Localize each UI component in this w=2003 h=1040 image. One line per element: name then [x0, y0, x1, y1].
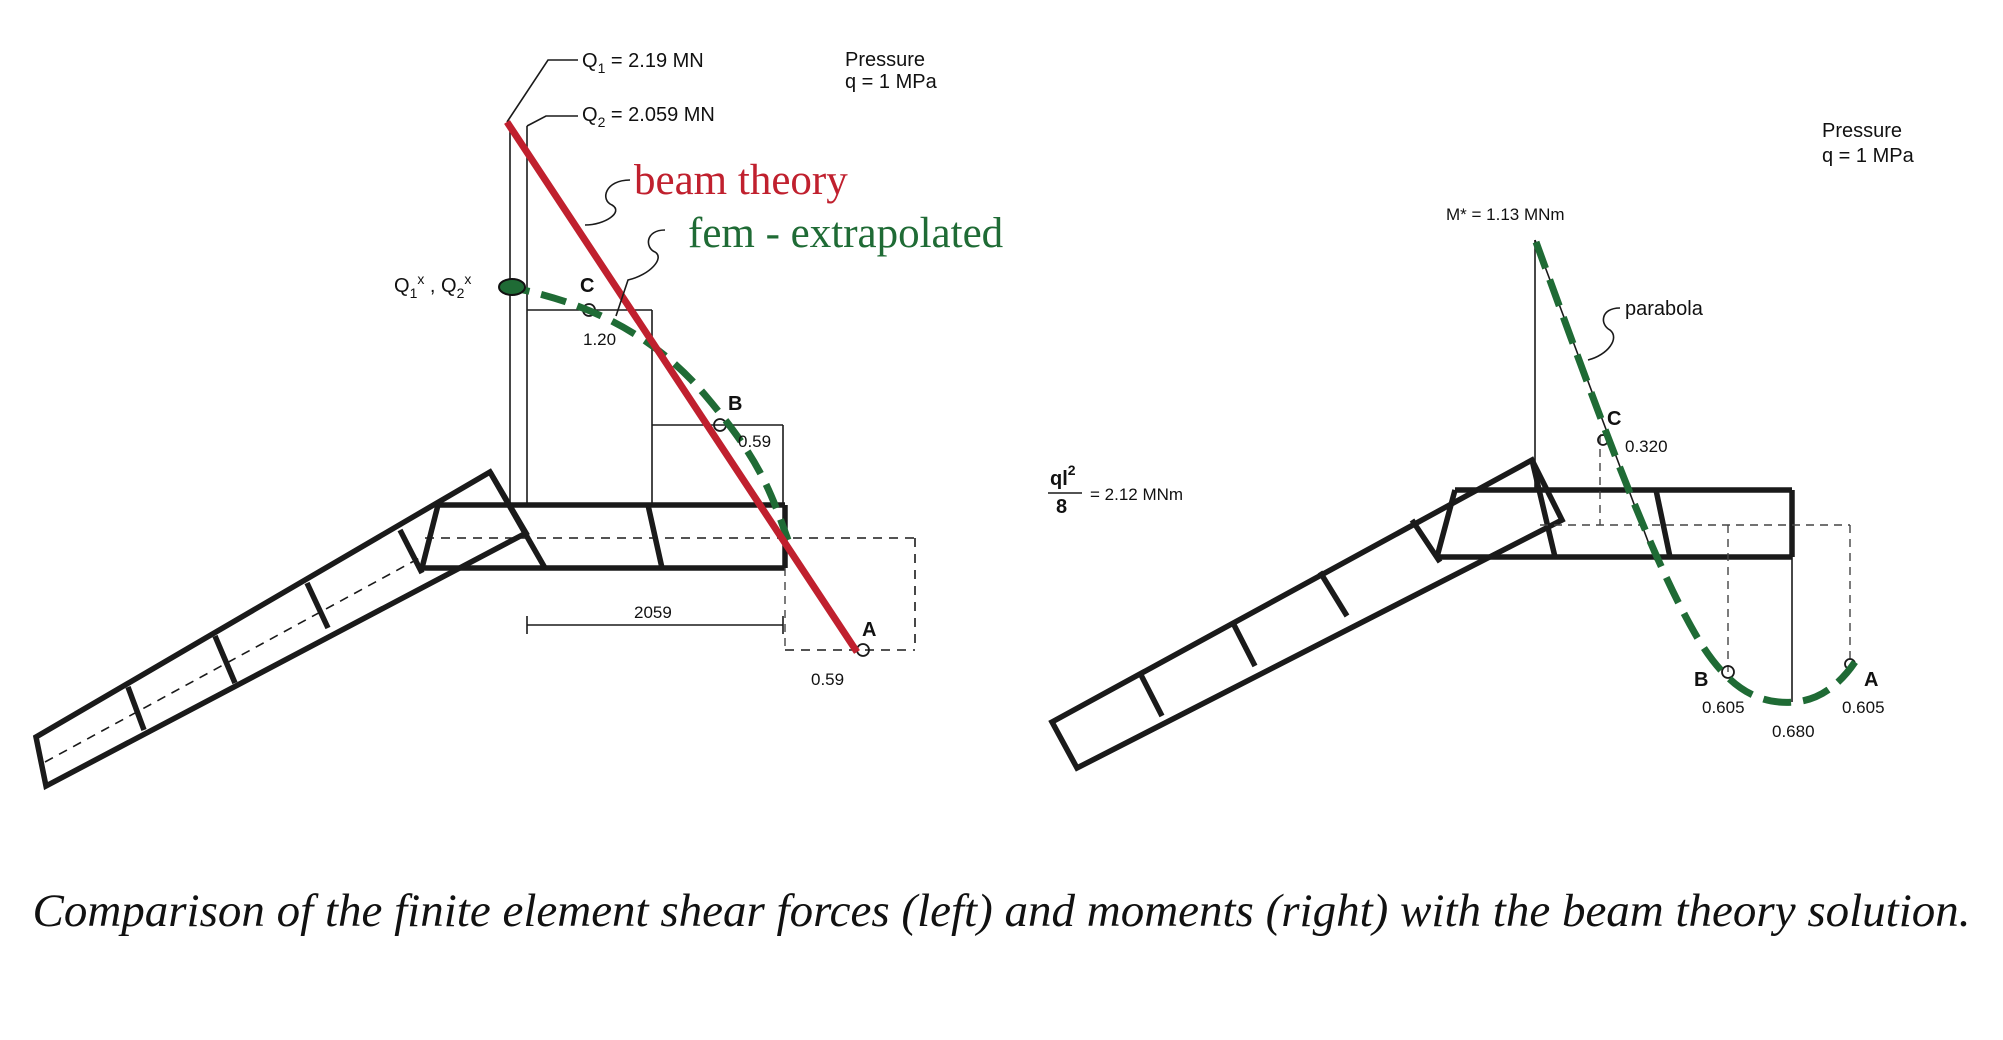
beam-theory-leader: [584, 179, 631, 226]
shear-diagram: Q1 = 2.19 MN Q2 = 2.059 MN Pressure q = …: [32, 49, 1003, 791]
figure-caption: Comparison of the finite element shear f…: [0, 880, 2003, 942]
shear-step-distribution: [506, 59, 786, 650]
moment-fem-curve: [1532, 240, 1858, 706]
moment-node-c-value: 0.320: [1625, 437, 1668, 456]
ql-denominator: 8: [1056, 496, 1067, 518]
shear-node-b-value: 0.59: [738, 432, 771, 451]
moment-node-b-value: 0.605: [1702, 698, 1745, 717]
q2-label: Q2 = 2.059 MN: [582, 104, 715, 130]
beam-theory-line: [504, 120, 860, 654]
shear-horizontal-beam: [419, 470, 916, 651]
q1-label: Q1 = 2.19 MN: [582, 50, 704, 76]
shear-node-c-value: 1.20: [583, 330, 616, 349]
shear-node-a-label: A: [862, 619, 876, 641]
moment-diagram: Pressure q = 1 MPa M* = 1.13 MNm parabol…: [1048, 120, 1915, 772]
moment-node-a-value: 0.605: [1842, 698, 1885, 717]
moment-node-b-label: B: [1694, 669, 1708, 691]
shear-dimension-label: 2059: [634, 603, 672, 622]
beam-theory-label: beam theory: [634, 157, 848, 204]
m-star-label: M* = 1.13 MNm: [1446, 205, 1565, 224]
ql-numerator: ql2: [1050, 462, 1076, 490]
fem-leader: [615, 229, 666, 317]
shear-pressure-value: q = 1 MPa: [845, 71, 938, 93]
parabola-label: parabola: [1625, 298, 1704, 320]
shear-dimension-line: [526, 616, 784, 634]
moment-min-value: 0.680: [1772, 722, 1815, 741]
qx-label: Q1x , Q2x: [394, 271, 471, 301]
shear-pressure-title: Pressure: [845, 49, 925, 71]
shear-node-a-value: 0.59: [811, 670, 844, 689]
moment-node-b: [1721, 665, 1735, 679]
parabola-leader: [1587, 307, 1621, 361]
moment-pressure-value: q = 1 MPa: [1822, 145, 1915, 167]
moment-horizontal-beam: [1434, 434, 1851, 672]
shear-inclined-beam: [32, 468, 530, 791]
fem-extrapolated-curve: [503, 282, 792, 542]
shear-node-b-label: B: [728, 393, 742, 415]
ql-fraction: ql2 8 = 2.12 MNm: [1048, 462, 1183, 518]
moment-node-a-label: A: [1864, 669, 1878, 691]
moment-node-c-label: C: [1607, 408, 1621, 430]
fem-extrapolated-label: fem - extrapolated: [688, 210, 1003, 257]
shear-node-c-label: C: [580, 275, 594, 297]
ql-value: = 2.12 MNm: [1090, 485, 1183, 504]
moment-inclined-beam: [1048, 456, 1566, 772]
fem-start-marker: [498, 278, 526, 296]
caption-text: Comparison of the finite element shear f…: [32, 885, 1971, 937]
moment-pressure-title: Pressure: [1822, 120, 1902, 142]
